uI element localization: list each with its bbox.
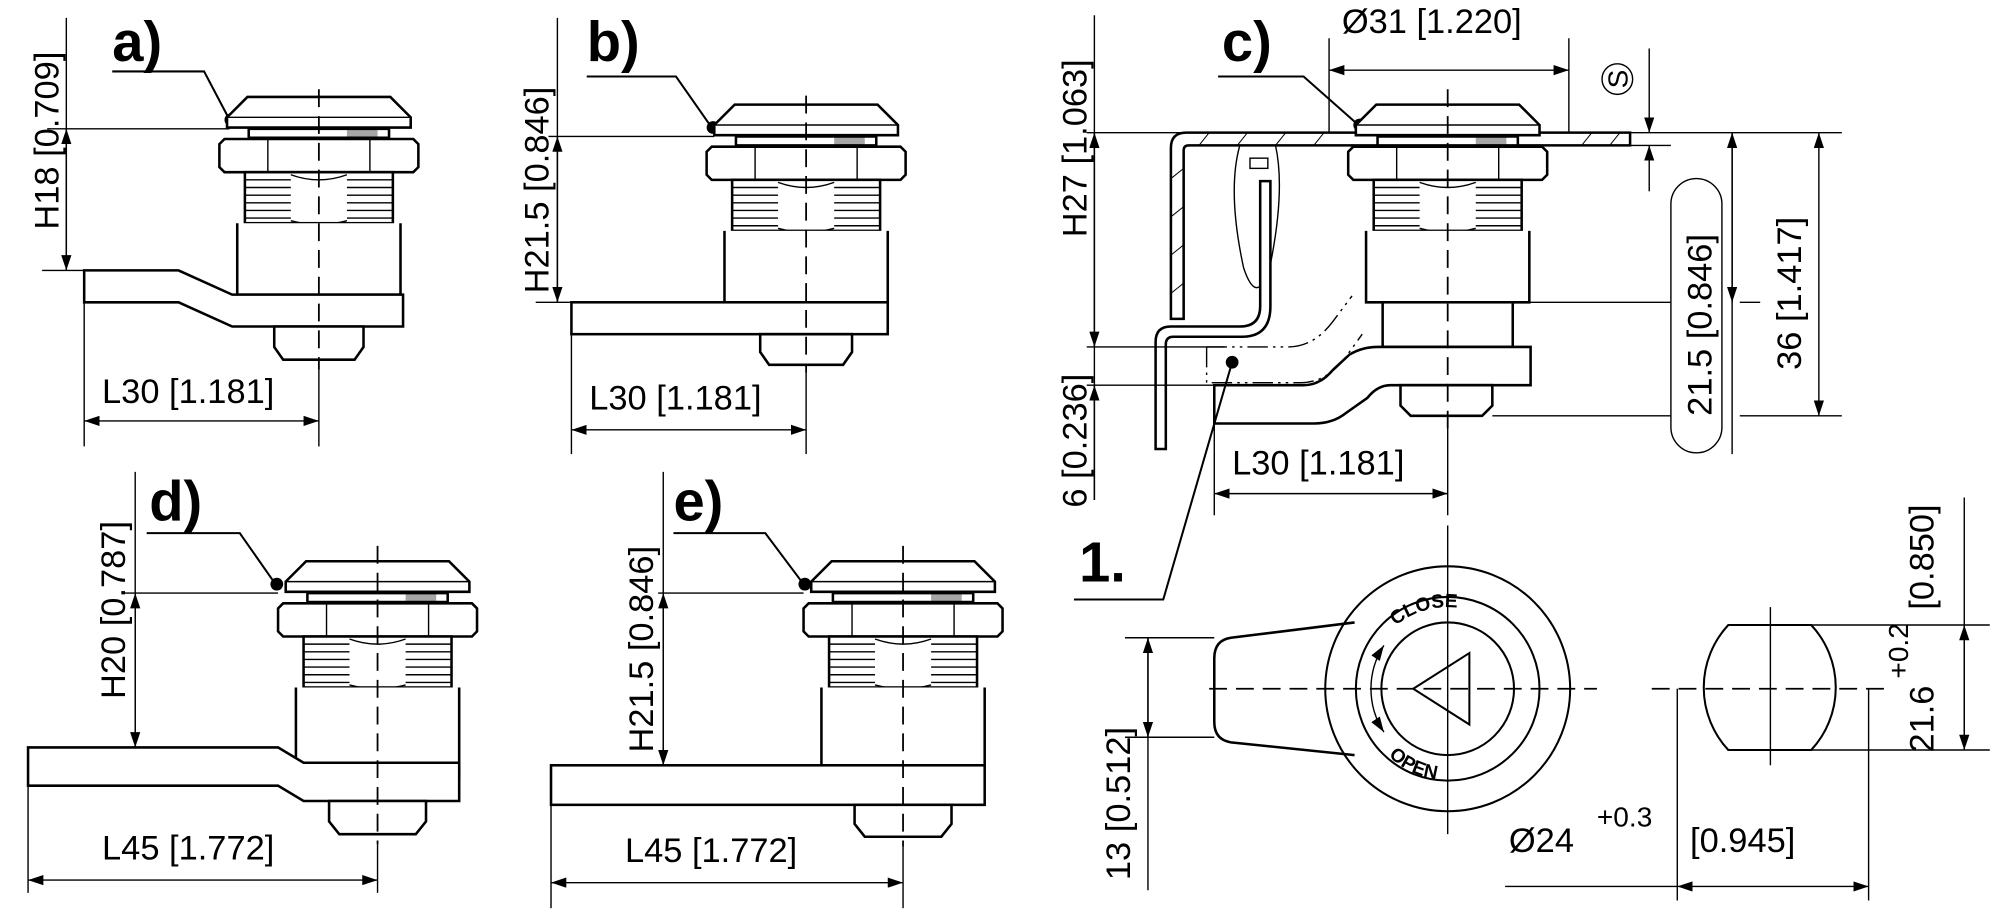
close-label: CLOSE — [1382, 572, 1463, 645]
leader-line — [146, 532, 277, 585]
view-e-label: e) — [673, 469, 723, 532]
view-c-offset-dim: 6 [0.236] — [1057, 374, 1095, 508]
panel-section — [1169, 131, 1632, 321]
view-e-height-dim: H21.5 [0.846] — [623, 546, 661, 753]
view-d-label: d) — [149, 469, 202, 532]
view-c-label: c) — [1222, 10, 1272, 73]
cam-c — [1213, 345, 1532, 425]
leader-dot — [798, 577, 812, 591]
door-frame-section — [1154, 179, 1272, 451]
cam-e — [549, 764, 986, 807]
triangle-key-icon — [1411, 651, 1471, 727]
cutout-diameter-main: Ø24 — [1509, 822, 1574, 860]
view-b-height-dim: H21.5 [0.846] — [518, 87, 556, 294]
view-b-length-dim: L30 [1.181] — [589, 379, 761, 417]
view-a-label: a) — [112, 10, 162, 73]
view-a: a) H18 [0.709] L30 [1.181] — [29, 10, 420, 447]
view-a-length-dim: L30 [1.181] — [102, 373, 274, 411]
leader-line — [673, 532, 805, 585]
cutout-flat-tol: +0.2 — [1883, 623, 1914, 678]
view-e: e) H21.5 [0.846] L45 [1.772] — [549, 469, 1004, 909]
cutout-diameter-tol: +0.3 — [1597, 802, 1652, 833]
view-a-height-dim: H18 [0.709] — [29, 52, 67, 230]
cutout-flat-inch: [0.850] — [1904, 504, 1942, 609]
callout-leader — [1073, 361, 1234, 601]
view-c-sheet-symbol: S — [1603, 70, 1634, 89]
cam-d — [26, 746, 461, 803]
cam-b — [570, 301, 890, 336]
view-c-diameter-dim: Ø31 [1.220] — [1342, 3, 1522, 41]
front-width-dim: 13 [0.512] — [1100, 727, 1138, 880]
view-d-length-dim: L45 [1.772] — [102, 830, 274, 868]
view-d-height-dim: H20 [0.787] — [95, 521, 133, 699]
callout-number: 1. — [1079, 531, 1126, 594]
sheet-symbol-circle — [1601, 63, 1634, 96]
leader-dot — [270, 577, 284, 591]
view-e-length-dim: L45 [1.772] — [625, 832, 797, 870]
cutout-diameter-inch: [0.945] — [1690, 822, 1795, 860]
leader-line — [586, 75, 713, 129]
view-c: c) — [1057, 3, 1842, 516]
view-c-length-dim: L30 [1.181] — [1232, 444, 1404, 482]
open-label: OPEN — [1382, 741, 1443, 785]
view-b: b) H21.5 [0.846] L30 [1.181] — [518, 10, 907, 455]
cam-a — [82, 269, 405, 328]
leader-line — [1218, 75, 1360, 126]
leader-line — [112, 70, 231, 121]
front-view: 1. CLOSE OPEN — [1073, 361, 1597, 891]
view-b-label: b) — [587, 10, 640, 73]
view-d: d) H20 [0.787] L45 [1.772] — [26, 469, 479, 893]
view-c-boxed-dim: 21.5 [0.846] — [1682, 234, 1720, 416]
cutout-flat-main: 21.6 — [1904, 686, 1942, 753]
gasket — [1233, 144, 1281, 289]
boxed-dim-frame — [1670, 177, 1723, 454]
view-c-height-dim: H27 [1.063] — [1057, 59, 1095, 237]
view-c-total-dim: 36 [1.417] — [1771, 217, 1809, 370]
handle-wing — [1213, 621, 1355, 757]
panel-cutout: Ø24 +0.3 [0.945] 21.6 +0.2 [0.850] — [1505, 497, 1990, 901]
